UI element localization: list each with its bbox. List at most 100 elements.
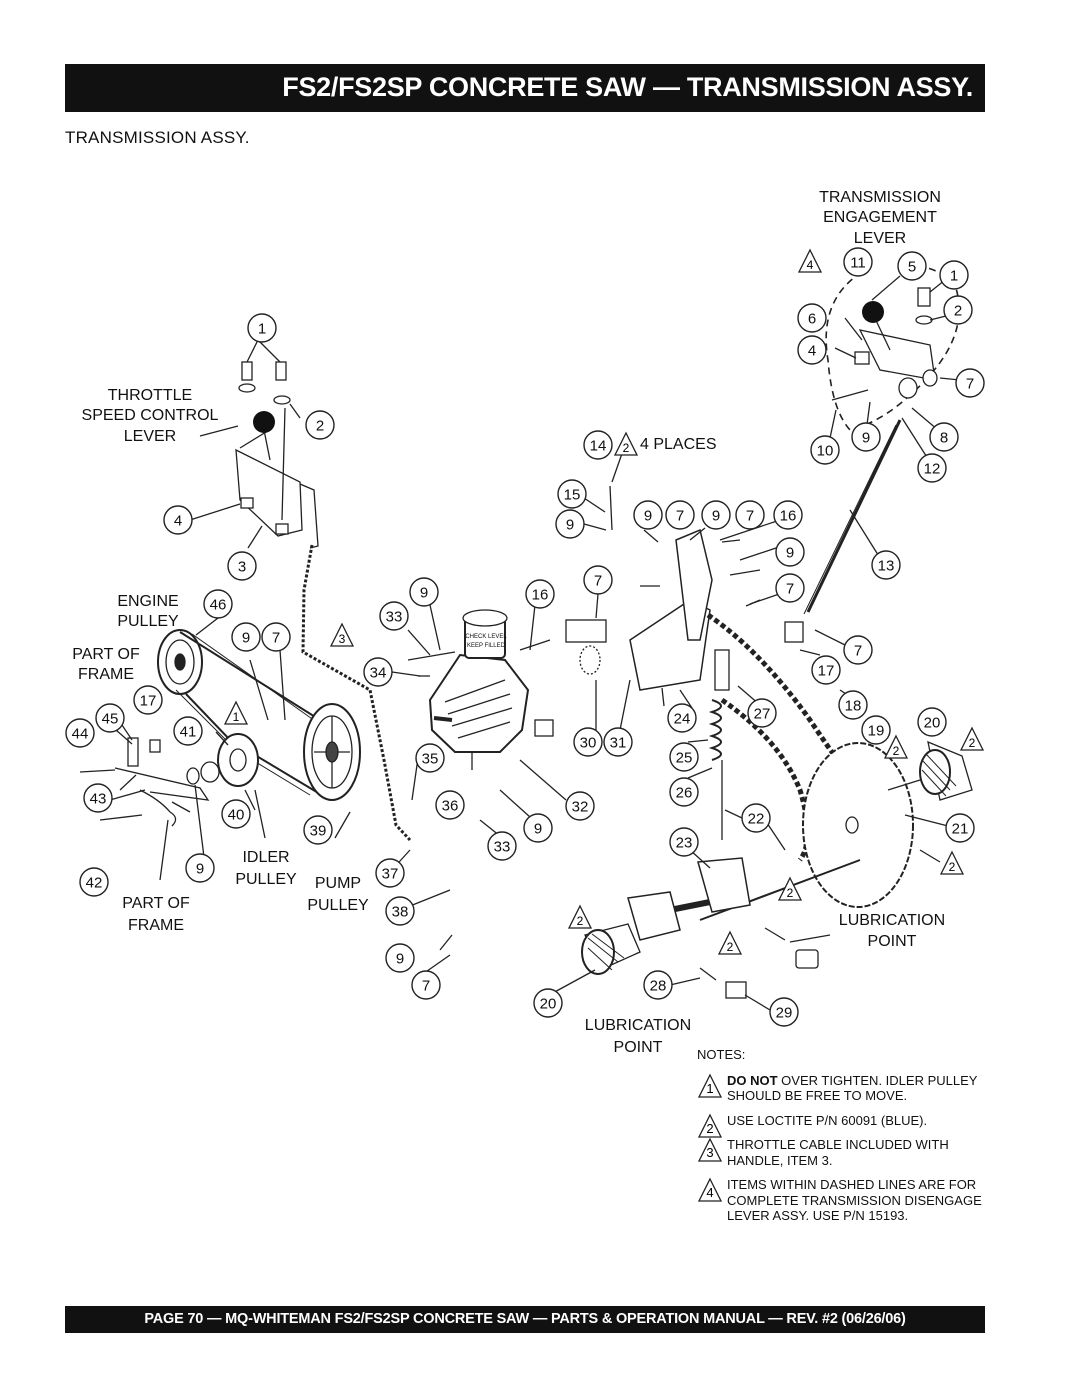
svg-text:20: 20 <box>540 996 557 1013</box>
svg-text:1: 1 <box>258 321 266 338</box>
note-1-text: OVER TIGHTEN. IDLER PULLEY SHOULD BE FRE… <box>727 1072 978 1104</box>
svg-text:2: 2 <box>787 886 794 900</box>
callout-25: 25 <box>669 742 699 772</box>
note-marker-2: 2 <box>777 876 803 901</box>
note-1-bold: DO NOT <box>727 1072 778 1088</box>
label-speed-control: SPEED CONTROL <box>82 407 219 424</box>
svg-text:25: 25 <box>676 750 693 767</box>
note-4: 4 ITEMS WITHIN DASHED LINES ARE FOR COMP… <box>697 1177 997 1224</box>
label-four-places: 4 PLACES <box>640 436 716 453</box>
svg-text:17: 17 <box>818 663 835 680</box>
callout-20: 20 <box>917 707 947 737</box>
callout-7: 7 <box>735 500 765 530</box>
svg-text:1: 1 <box>950 268 958 285</box>
svg-text:2: 2 <box>623 441 630 455</box>
label-throttle-lever: LEVER <box>124 428 176 445</box>
svg-text:39: 39 <box>310 823 327 840</box>
callout-11: 11 <box>843 247 873 277</box>
svg-text:23: 23 <box>676 835 693 852</box>
note-marker-4: 4 <box>797 248 823 273</box>
section-title: TRANSMISSION ASSY. <box>65 128 250 147</box>
svg-text:4: 4 <box>706 1185 713 1200</box>
callout-23: 23 <box>669 827 699 857</box>
callout-14: 14 <box>583 430 613 460</box>
svg-text:42: 42 <box>86 875 103 892</box>
svg-text:7: 7 <box>594 573 602 590</box>
callout-40: 40 <box>221 799 251 829</box>
callout-12: 12 <box>917 453 947 483</box>
svg-text:2: 2 <box>727 940 734 954</box>
svg-text:8: 8 <box>940 430 948 447</box>
callout-5: 5 <box>897 251 927 281</box>
notes-section: NOTES: 1 DO NOT OVER TIGHTEN. IDLER PULL… <box>697 1047 997 1233</box>
callout-9: 9 <box>231 622 261 652</box>
svg-text:9: 9 <box>396 951 404 968</box>
svg-text:9: 9 <box>196 861 204 878</box>
callout-45: 45 <box>95 703 125 733</box>
callout-3: 3 <box>227 551 257 581</box>
svg-text:44: 44 <box>72 726 89 743</box>
svg-text:13: 13 <box>878 558 895 575</box>
svg-text:41: 41 <box>180 724 197 741</box>
callout-30: 30 <box>573 727 603 757</box>
svg-text:7: 7 <box>746 508 754 525</box>
svg-text:2: 2 <box>316 418 324 435</box>
callout-9: 9 <box>555 509 585 539</box>
callout-44: 44 <box>65 718 95 748</box>
note-marker-icon: 3 <box>697 1137 723 1162</box>
note-marker-2: 2 <box>613 431 639 456</box>
callout-7: 7 <box>955 368 985 398</box>
svg-text:16: 16 <box>532 587 549 604</box>
note-marker-2: 2 <box>567 904 593 929</box>
svg-text:18: 18 <box>845 698 862 715</box>
callout-15: 15 <box>557 479 587 509</box>
callout-9: 9 <box>851 422 881 452</box>
callout-2: 2 <box>943 295 973 325</box>
svg-text:7: 7 <box>786 581 794 598</box>
svg-text:32: 32 <box>572 799 589 816</box>
callout-16: 16 <box>525 579 555 609</box>
callout-19: 19 <box>861 715 891 745</box>
svg-text:3: 3 <box>238 559 246 576</box>
svg-text:2: 2 <box>577 914 584 928</box>
label-transmission: TRANSMISSION <box>819 189 941 206</box>
svg-text:26: 26 <box>676 785 693 802</box>
svg-text:14: 14 <box>590 438 607 455</box>
label-engine: ENGINE <box>117 593 178 610</box>
callout-24: 24 <box>667 703 697 733</box>
callout-18: 18 <box>838 690 868 720</box>
label-lubrication-right: LUBRICATION <box>839 912 945 929</box>
callout-46: 46 <box>203 589 233 619</box>
svg-text:40: 40 <box>228 807 245 824</box>
callout-21: 21 <box>945 813 975 843</box>
svg-text:7: 7 <box>272 630 280 647</box>
callout-6: 6 <box>797 303 827 333</box>
svg-text:5: 5 <box>908 259 916 276</box>
svg-text:9: 9 <box>712 508 720 525</box>
note-marker-2: 2 <box>959 726 985 751</box>
callout-9: 9 <box>185 853 215 883</box>
callout-34: 34 <box>363 657 393 687</box>
label-frame-bottom: FRAME <box>128 917 184 934</box>
callout-16: 16 <box>773 500 803 530</box>
svg-text:7: 7 <box>422 978 430 995</box>
svg-text:1: 1 <box>706 1081 713 1096</box>
callout-9: 9 <box>409 577 439 607</box>
callout-8: 8 <box>929 422 959 452</box>
note-3-text: THROTTLE CABLE INCLUDED WITH HANDLE, ITE… <box>727 1137 949 1168</box>
callout-9: 9 <box>633 500 663 530</box>
note-2-text: USE LOCTITE P/N 60091 (BLUE). <box>727 1112 928 1128</box>
svg-text:7: 7 <box>854 643 862 660</box>
note-3: 3 THROTTLE CABLE INCLUDED WITH HANDLE, I… <box>697 1137 997 1168</box>
callout-35: 35 <box>415 743 445 773</box>
notes-title: NOTES: <box>697 1047 746 1062</box>
svg-text:1: 1 <box>233 710 240 724</box>
callout-28: 28 <box>643 970 673 1000</box>
svg-text:7: 7 <box>676 508 684 525</box>
callout-9: 9 <box>523 813 553 843</box>
svg-text:16: 16 <box>780 508 797 525</box>
callout-37: 37 <box>375 858 405 888</box>
